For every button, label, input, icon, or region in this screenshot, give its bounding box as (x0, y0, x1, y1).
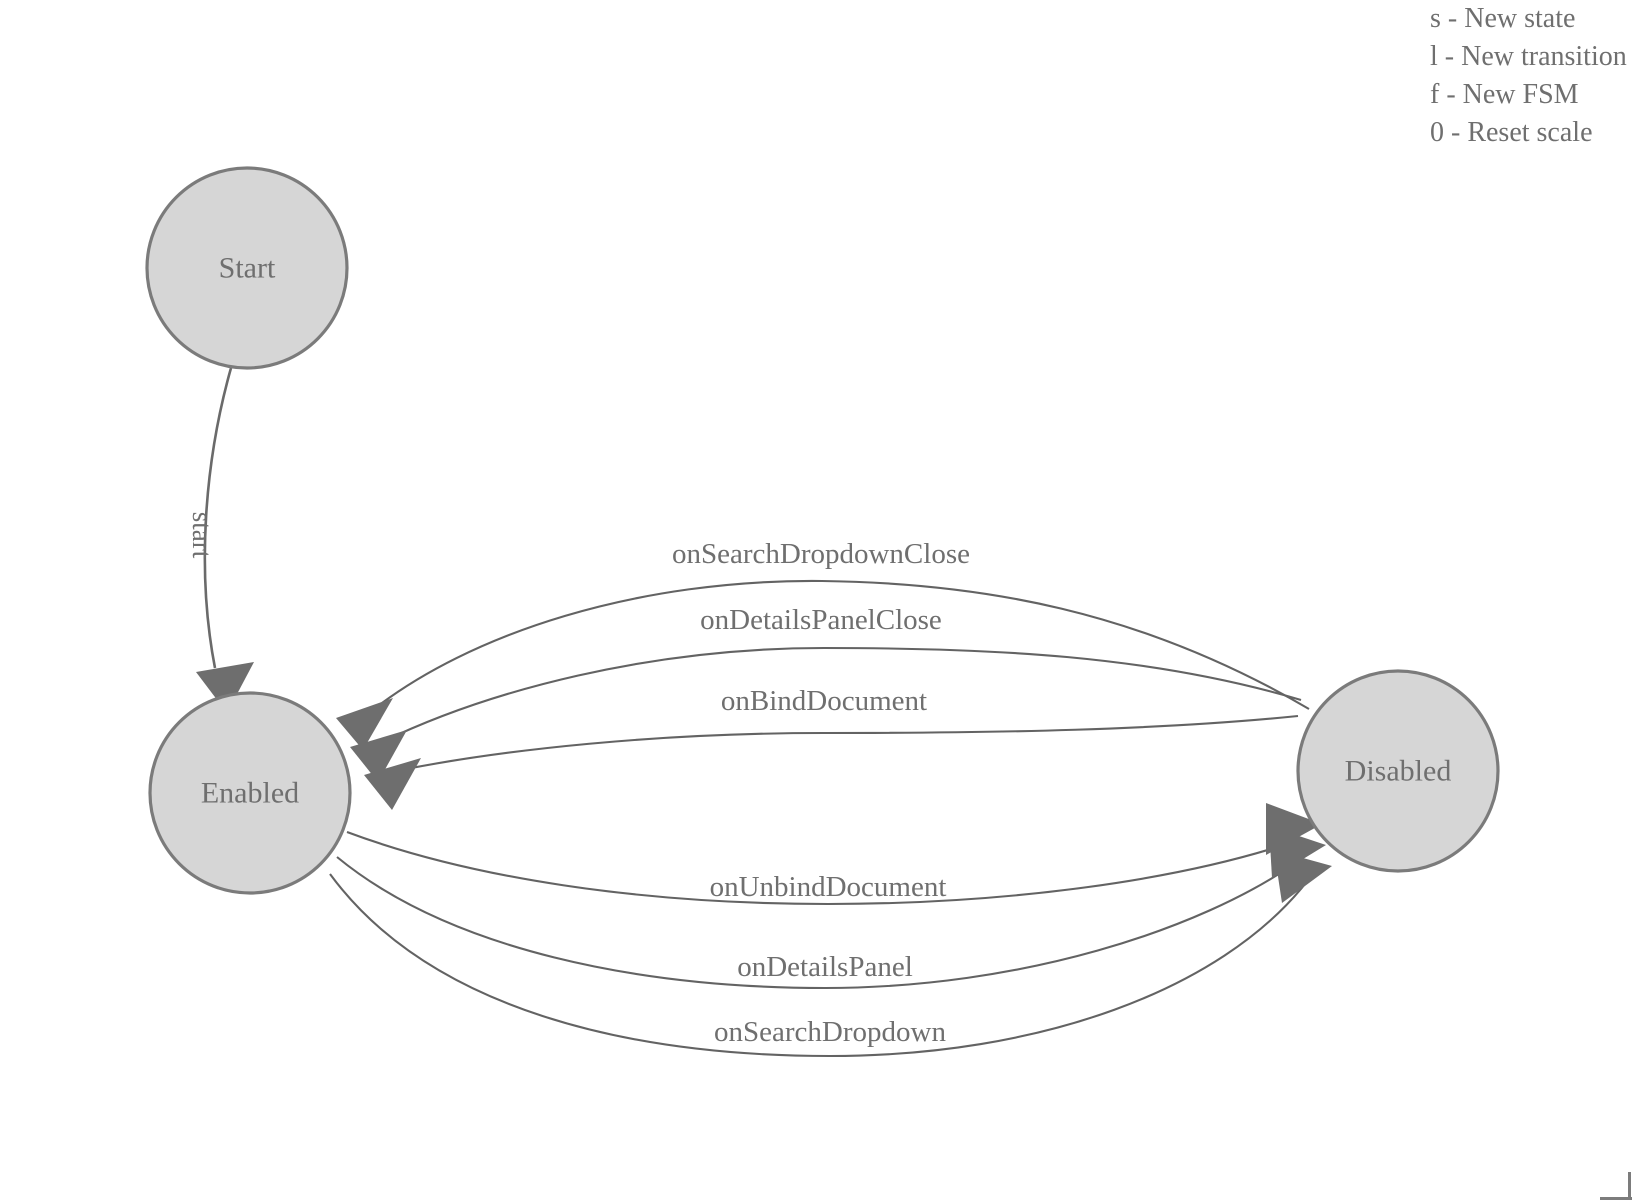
edge-disabled-to-enabled-details-close[interactable]: onDetailsPanelClose (350, 604, 1302, 782)
legend-line-new-transition: l - New transition (1430, 41, 1627, 72)
edge-enabled-to-disabled-search-dropdown[interactable]: onSearchDropdown (329, 850, 1332, 1058)
edge-path-search-dropdown-close (368, 579, 1310, 714)
node-disabled-label: Disabled (1345, 755, 1452, 788)
edge-path-start-enabled (203, 367, 233, 669)
arrow-head-enabled-3 (364, 758, 421, 810)
legend-line-new-state: s - New state (1430, 3, 1576, 34)
node-enabled-circle[interactable] (148, 691, 352, 895)
edge-label-start: start (187, 512, 217, 559)
legend-line-reset-scale: 0 - Reset scale (1430, 117, 1593, 148)
node-start-label: Start (219, 252, 276, 285)
edge-start-to-enabled[interactable]: start (187, 367, 254, 713)
edge-enabled-to-disabled-details-panel[interactable]: onDetailsPanel (336, 826, 1326, 990)
arrow-head-into-enabled-top (196, 662, 254, 713)
arrow-head-enabled-2 (350, 730, 407, 782)
node-disabled-circle[interactable] (1296, 669, 1500, 873)
edge-path-unbind-document (346, 831, 1294, 906)
edge-path-details-panel (336, 856, 1298, 990)
edge-label-on-search-dropdown: onSearchDropdown (714, 1016, 946, 1048)
arrow-head-disabled-3 (1274, 850, 1332, 903)
edge-path-search-dropdown (329, 873, 1306, 1058)
edge-label-on-bind-document: onBindDocument (721, 685, 927, 717)
node-enabled[interactable]: Enabled (148, 691, 352, 895)
edge-disabled-to-enabled-search-close[interactable]: onSearchDropdownClose (336, 538, 1310, 750)
edge-path-bind-document (395, 714, 1299, 773)
corner-resize-handle[interactable] (1600, 1172, 1632, 1200)
corner-handle-vertical-line (1628, 1172, 1631, 1200)
edge-path-details-panel-close (381, 646, 1302, 743)
node-start-circle[interactable] (145, 166, 349, 370)
edge-enabled-to-disabled-unbind-document[interactable]: onUnbindDocument (346, 803, 1322, 906)
node-start[interactable]: Start (145, 166, 349, 370)
node-disabled[interactable]: Disabled (1296, 669, 1500, 873)
edge-label-on-details-panel: onDetailsPanel (737, 951, 913, 983)
keyboard-shortcut-legend: s - New state l - New transition f - New… (1430, 0, 1632, 152)
edge-label-on-search-dropdown-close: onSearchDropdownClose (672, 538, 970, 570)
corner-handle-horizontal-line (1600, 1197, 1632, 1200)
edge-label-on-unbind-document: onUnbindDocument (710, 871, 947, 903)
edge-disabled-to-enabled-bind-document[interactable]: onBindDocument (364, 685, 1299, 810)
arrow-head-enabled-1 (336, 698, 393, 750)
legend-line-new-fsm: f - New FSM (1430, 79, 1579, 110)
edge-label-on-details-panel-close: onDetailsPanelClose (700, 604, 942, 636)
node-enabled-label: Enabled (201, 777, 299, 810)
